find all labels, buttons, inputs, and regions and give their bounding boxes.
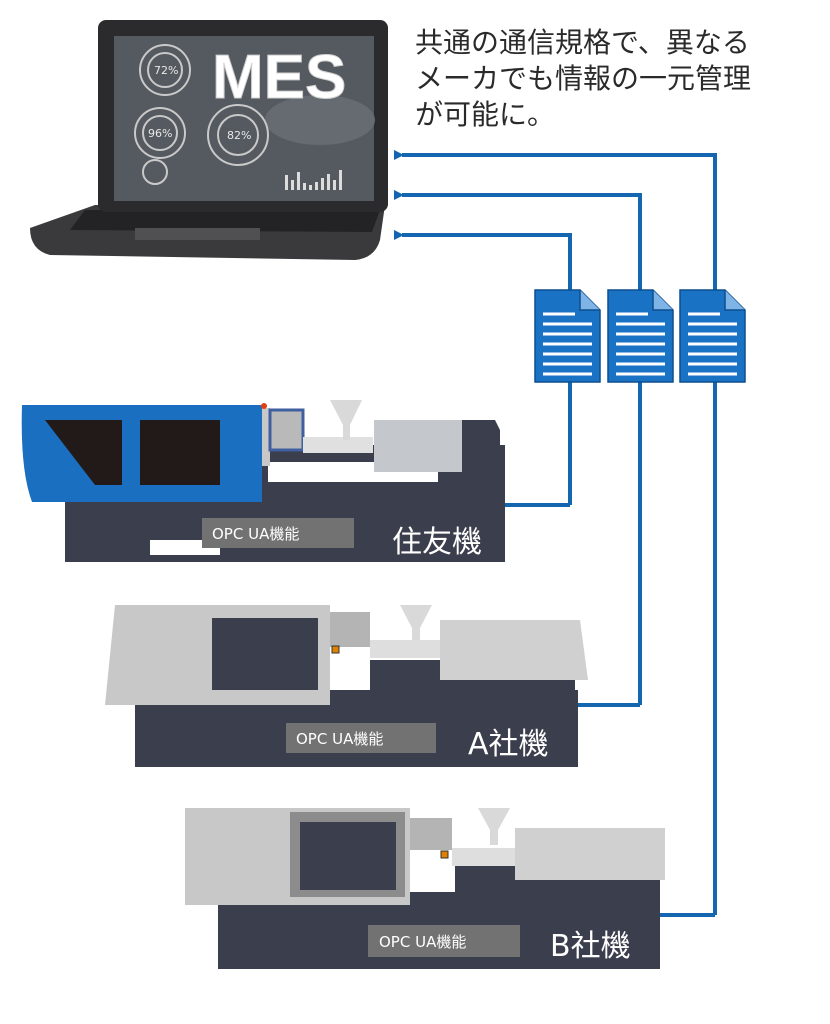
link-sumitomo bbox=[394, 230, 572, 505]
opcua-badge bbox=[368, 925, 520, 957]
opcua-label: OPC UA機能 bbox=[212, 525, 299, 543]
gauge-82: 82% bbox=[227, 129, 251, 142]
machine-name: A社機 bbox=[468, 727, 549, 762]
laptop: 72% 96% 82% MES bbox=[30, 20, 388, 260]
link-b bbox=[394, 150, 717, 915]
machine-a: OPC UA機能 A社機 bbox=[105, 605, 588, 767]
gauge-72: 72% bbox=[154, 64, 178, 77]
document-icon bbox=[533, 288, 602, 384]
document-icon bbox=[678, 288, 747, 384]
opcua-badge bbox=[202, 518, 354, 548]
document-icon bbox=[606, 288, 675, 384]
mes-title: MES bbox=[212, 43, 346, 112]
machine-name: B社機 bbox=[550, 929, 631, 964]
opcua-badge bbox=[286, 723, 436, 753]
opcua-label: OPC UA機能 bbox=[379, 933, 466, 951]
link-a bbox=[394, 190, 642, 705]
gauge-icons bbox=[134, 44, 269, 185]
bar-chart-icon bbox=[285, 170, 342, 190]
caption: 共通の通信規格で、異なる メーカでも情報の一元管理 が可能に。 bbox=[415, 26, 751, 131]
caption-line-3: が可能に。 bbox=[415, 98, 555, 131]
caption-line-2: メーカでも情報の一元管理 bbox=[415, 62, 751, 95]
machine-b: OPC UA機能 B社機 bbox=[185, 808, 665, 969]
caption-line-1: 共通の通信規格で、異なる bbox=[415, 26, 750, 59]
data-links bbox=[394, 150, 717, 917]
touchpad bbox=[135, 228, 260, 240]
keyboard bbox=[70, 210, 380, 232]
gauge-96: 96% bbox=[148, 127, 172, 140]
machine-name: 住友機 bbox=[392, 525, 482, 560]
opcua-label: OPC UA機能 bbox=[296, 730, 383, 748]
machine-sumitomo: OPC UA機能 住友機 bbox=[21, 400, 505, 562]
